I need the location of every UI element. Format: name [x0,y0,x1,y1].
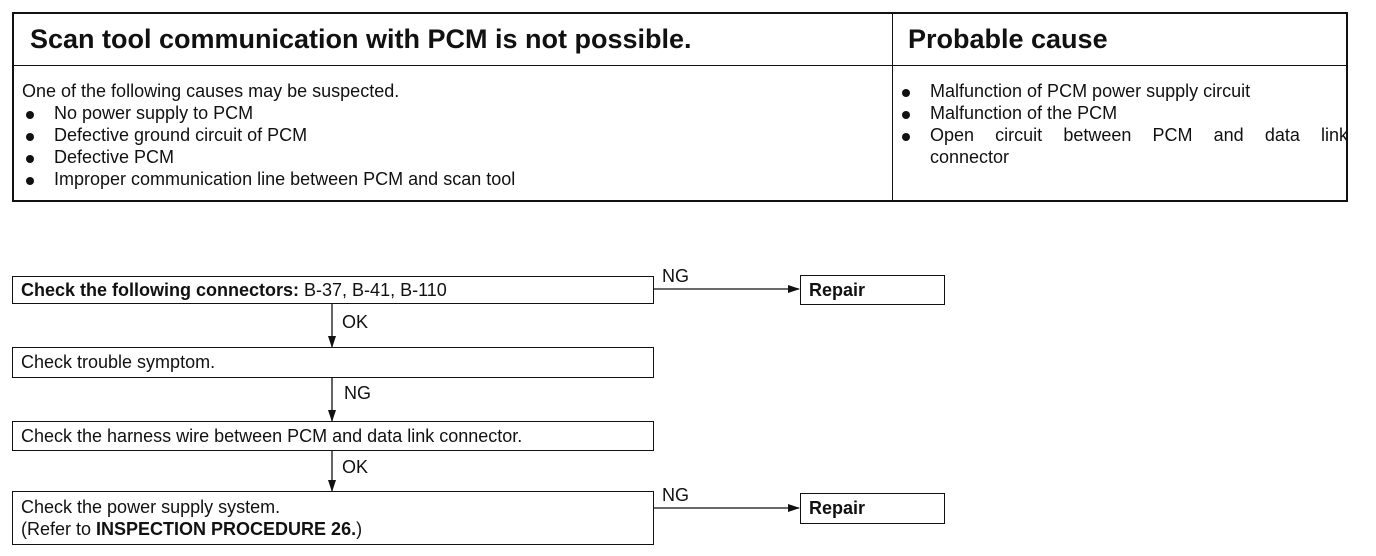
intro-text: One of the following causes may be suspe… [22,81,400,101]
bullet-icon [26,155,34,163]
list-item: Open circuit between PCM and data link c… [898,124,1348,168]
bullet-icon [902,133,910,141]
probable-cause-title: Probable cause [908,24,1108,54]
bullet-icon [26,111,34,119]
step-check-harness-wire: Check the harness wire between PCM and d… [12,421,654,451]
label-ok: OK [342,312,369,332]
step-check-power-supply: Check the power supply system. (Refer to… [12,491,654,545]
label-ng: NG [662,266,689,286]
list-item: Malfunction of PCM power supply circuit [898,80,1348,102]
list-item: No power supply to PCM [22,102,515,124]
repair-box-2: Repair [800,493,945,524]
suspected-causes: One of the following causes may be suspe… [22,80,515,190]
label-ng: NG [662,485,689,505]
bullet-icon [902,89,910,97]
probable-causes: Malfunction of PCM power supply circuit … [898,80,1348,168]
symptom-title: Scan tool communication with PCM is not … [30,24,692,54]
bullet-icon [26,133,34,141]
step-check-trouble-symptom: Check trouble symptom. [12,347,654,378]
list-item: Malfunction of the PCM [898,102,1348,124]
repair-box-1: Repair [800,275,945,305]
header-divider [14,65,1346,66]
list-item: Defective ground circuit of PCM [22,124,515,146]
bullet-icon [902,111,910,119]
label-ok: OK [342,457,369,477]
column-divider [892,14,893,200]
list-item: Defective PCM [22,146,515,168]
bullet-icon [26,177,34,185]
list-item: Improper communication line between PCM … [22,168,515,190]
label-ng: NG [344,383,371,403]
step-check-connectors: Check the following connectors: B-37, B-… [12,276,654,304]
symptom-table: Scan tool communication with PCM is not … [12,12,1348,202]
